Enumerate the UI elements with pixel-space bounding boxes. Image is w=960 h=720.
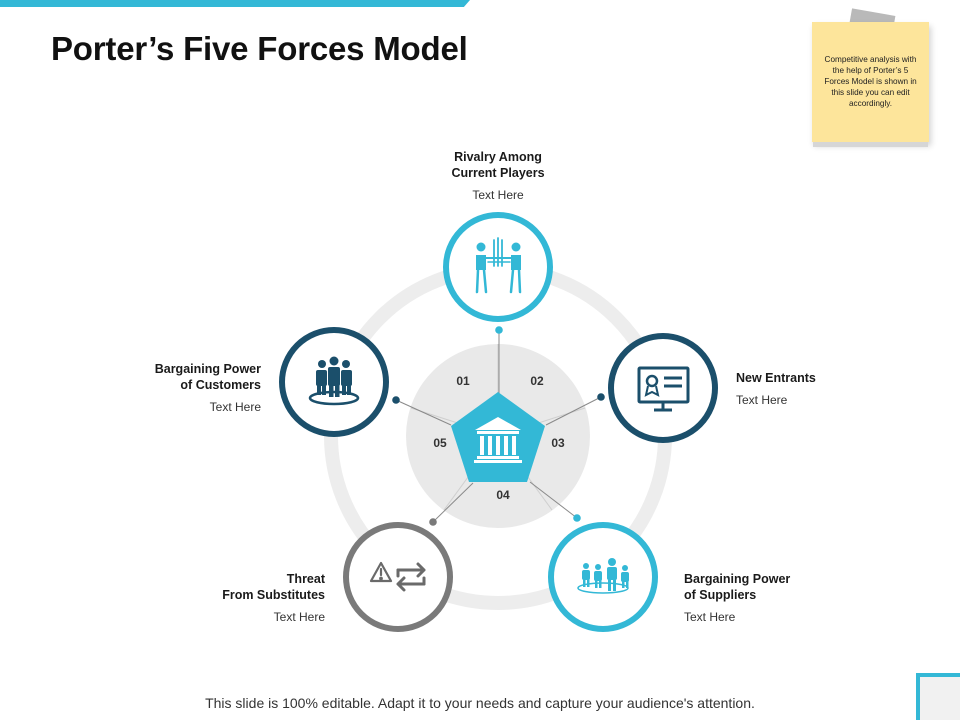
force-circle-03	[548, 522, 658, 632]
footer-text: This slide is 100% editable. Adapt it to…	[205, 695, 755, 711]
force-title-04-line1: Threat	[286, 572, 325, 586]
force-number-02: 02	[530, 374, 544, 388]
connector-dot-04	[429, 518, 437, 526]
force-label-02: New Entrants Text Here	[736, 370, 886, 408]
connector-line-02	[545, 396, 602, 426]
warning-swap-icon	[369, 561, 426, 592]
force-label-05: Bargaining Power of Customers Text Here	[100, 361, 261, 415]
connector-line-05	[395, 399, 452, 426]
connector-dot-02	[597, 393, 605, 401]
force-title-05-line1: Bargaining Power	[154, 362, 261, 376]
force-body-05: Text Here	[209, 400, 261, 414]
sticky-note: Competitive analysis with the help of Po…	[812, 22, 929, 142]
force-label-03: Bargaining Power of Suppliers Text Here	[684, 571, 844, 625]
force-number-05: 05	[433, 436, 447, 450]
connector-dot-03	[573, 514, 581, 522]
certificate-monitor-icon	[637, 366, 690, 412]
corner-accent-fill	[920, 677, 960, 720]
force-title-04-line2: From Substitutes	[222, 588, 325, 602]
force-title-05-line2: of Customers	[180, 378, 261, 392]
connector-line-04	[432, 482, 474, 523]
corner-accent	[916, 673, 960, 720]
force-number-01: 01	[456, 374, 470, 388]
force-title-01-line1: Rivalry Among	[454, 150, 542, 164]
force-body-01: Text Here	[472, 188, 524, 202]
force-title-03-line2: of Suppliers	[684, 588, 757, 602]
customer-group-icon	[308, 356, 360, 406]
connector-dot-01	[495, 326, 503, 334]
connector-line-03	[529, 481, 578, 519]
force-title-02-line1: New Entrants	[736, 371, 816, 385]
force-circle-02	[608, 333, 718, 443]
force-label-01: Rivalry Among Current Players Text Here	[418, 149, 578, 203]
slide-title: Porter’s Five Forces Model	[51, 30, 468, 67]
fencing-players-icon	[475, 237, 522, 294]
force-body-02: Text Here	[736, 393, 788, 407]
connector-dot-05	[392, 396, 400, 404]
force-label-04: Threat From Substitutes Text Here	[165, 571, 325, 625]
institution-building-icon	[474, 417, 522, 463]
force-body-03: Text Here	[684, 610, 736, 624]
force-number-04: 04	[496, 488, 510, 502]
force-number-03: 03	[551, 436, 565, 450]
force-title-01-line2: Current Players	[451, 166, 545, 180]
force-title-03-line1: Bargaining Power	[684, 572, 791, 586]
sticky-note-text: Competitive analysis with the help of Po…	[824, 55, 917, 108]
force-circle-01	[443, 212, 553, 322]
top-accent-bar	[0, 0, 470, 7]
force-body-04: Text Here	[273, 610, 325, 624]
supplier-group-icon	[577, 558, 629, 594]
